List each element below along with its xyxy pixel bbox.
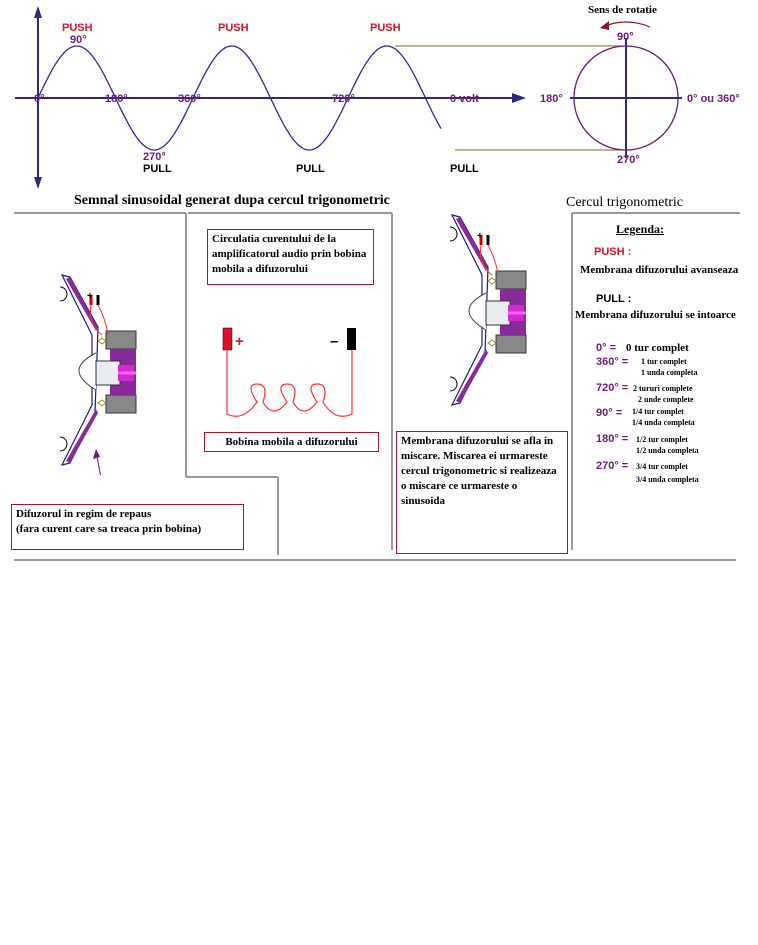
legend-deg-90-l1: 1/4 tur complet <box>632 407 684 416</box>
circle-deg-0-360: 0° ou 360° <box>687 93 740 105</box>
push-label-1: PUSH <box>62 22 93 34</box>
legend-deg-720: 720° = <box>596 382 629 394</box>
coil-box: Bobina mobila a difuzorului <box>204 432 379 452</box>
push-label-2: PUSH <box>218 22 249 34</box>
legend-title: Legenda: <box>616 222 664 236</box>
rest-plus: + <box>87 291 93 302</box>
coil-illustration: + – <box>222 327 356 417</box>
zero-volt-label: 0 volt <box>450 93 479 105</box>
legend-pull-label: PULL : <box>596 293 632 305</box>
rotation-arrow-icon <box>601 21 651 28</box>
legend-deg-720-l2: 2 unde complete <box>638 395 694 404</box>
signal-caption: Semnal sinusoidal generat dupa cercul tr… <box>74 193 390 208</box>
deg-270-label: 270° <box>143 151 166 163</box>
legend-deg-90: 90° = <box>596 407 623 419</box>
circle-deg-90: 90° <box>617 31 634 43</box>
push-label-3: PUSH <box>370 22 401 34</box>
legend-deg-270-l1: 3/4 tur complet <box>636 462 688 471</box>
pull-label-3: PULL <box>450 163 479 175</box>
rotation-label: Sens de rotatie <box>588 4 657 16</box>
sine-diagram: PUSH PUSH PUSH 90° 0° 180° 360° 720° 0 v… <box>15 4 740 210</box>
deg-0-label: 0° <box>34 93 45 105</box>
motion-plus: + <box>477 231 483 242</box>
legend-deg-270: 270° = <box>596 460 629 472</box>
deg-360-label: 360° <box>178 93 201 105</box>
legend-deg-180-l1: 1/2 tur complet <box>636 435 688 444</box>
legend-deg-0: 0° = <box>596 342 616 354</box>
deg-720-label: 720° <box>332 93 355 105</box>
legend-deg-720-l1: 2 tururi complete <box>633 384 693 393</box>
y-axis-arrow-up <box>34 6 42 18</box>
rest-box: Difuzorul in regim de repaus (fara curen… <box>11 504 244 550</box>
coil-minus: – <box>330 333 338 350</box>
coil-wire <box>226 350 353 417</box>
legend-pull-desc: Membrana difuzorului se intoarce <box>575 309 736 321</box>
circle-deg-270: 270° <box>617 154 640 166</box>
x-axis-arrow <box>512 93 526 103</box>
legend-deg-360-l1: 1 tur complet <box>641 357 687 366</box>
deg-90-label: 90° <box>70 34 87 46</box>
legend-push-desc: Membrana difuzorului avanseaza <box>580 264 739 276</box>
panel-frame <box>14 212 740 561</box>
legend-deg-0-l1: 0 tur complet <box>626 342 689 354</box>
current-flow-box: Circulatia curentului de la amplificator… <box>207 229 374 285</box>
legend-deg-270-l2: 3/4 unda completa <box>636 475 699 484</box>
speaker-rest-illustration: + - <box>59 274 137 475</box>
legend-push-label: PUSH : <box>594 246 632 258</box>
speaker-motion-illustration: + - <box>449 214 527 406</box>
rotation-arrowhead-icon <box>600 21 609 30</box>
legend-deg-180: 180° = <box>596 433 629 445</box>
pull-label-2: PULL <box>296 163 325 175</box>
circle-deg-180: 180° <box>540 93 563 105</box>
coil-plus: + <box>235 333 244 350</box>
circle-caption: Cercul trigonometric <box>566 195 683 210</box>
legend-deg-360: 360° = <box>596 356 629 368</box>
rest-minus: - <box>96 291 99 302</box>
legend-deg-90-l2: 1/4 unda completa <box>632 418 695 427</box>
motion-box: Membrana difuzorului se afla in miscare.… <box>396 431 568 554</box>
motion-minus: - <box>486 231 489 242</box>
legend-deg-180-l2: 1/2 unda completa <box>636 446 699 455</box>
y-axis-arrow-down <box>34 177 42 189</box>
legend-deg-360-l2: 1 unda completa <box>641 368 698 377</box>
deg-180-label: 180° <box>105 93 128 105</box>
sine-wave <box>37 45 442 151</box>
pull-label-1: PULL <box>143 163 172 175</box>
